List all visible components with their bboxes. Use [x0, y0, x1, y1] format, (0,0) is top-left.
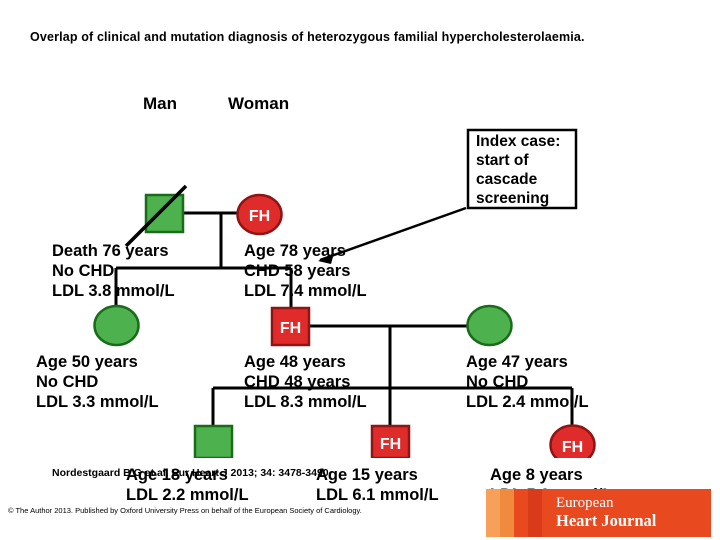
person-info-gen2-right-line-2: No CHD	[466, 373, 529, 391]
person-info-gen2-left-line-2: No CHD	[36, 373, 99, 391]
logo-line-2: Heart Journal	[556, 511, 657, 530]
deceased-slash	[124, 184, 188, 248]
symbol-label-gen3-mid: FH	[380, 436, 401, 453]
logo-bar-2	[500, 489, 514, 537]
person-info-gen3-right-line-1: Age 8 years	[490, 466, 583, 484]
person-info-gen3-left-line-2: LDL 2.2 mmol/L	[126, 486, 249, 504]
person-info-gen2-mid-line-2: CHD 48 years	[244, 373, 351, 391]
person-info-gen3-mid-line-1: Age 15 years	[316, 466, 418, 484]
symbol-gen2-right	[466, 304, 513, 347]
symbol-gen3-left	[193, 424, 234, 458]
symbol-gen1-man	[124, 184, 188, 248]
index-case-line-3: cascade	[476, 171, 538, 188]
logo-bar-3	[514, 489, 528, 537]
person-info-gen1-woman-line-3: LDL 7.4 mmol/L	[244, 282, 367, 300]
european-heart-journal-logo: European Heart Journal	[486, 489, 711, 537]
citation-text: Nordestgaard B G et al. Eur Heart J 2013…	[52, 467, 329, 479]
person-info-gen2-mid-line-1: Age 48 years	[244, 353, 346, 371]
logo-panel	[542, 489, 711, 537]
person-info-gen2-left-line-1: Age 50 years	[36, 353, 138, 371]
symbol-gen1-woman: FH	[236, 193, 283, 236]
index-case-arrow	[318, 206, 467, 264]
index-case-line-4: screening	[476, 190, 550, 207]
person-info-gen2-right-line-3: LDL 2.4 mmol/L	[466, 393, 589, 411]
index-case-box	[466, 128, 578, 210]
column-header-woman: Woman	[228, 94, 290, 113]
person-info-gen1-man-line-2: No CHD	[52, 262, 115, 280]
person-info-gen2-left-line-3: LDL 3.3 mmol/L	[36, 393, 159, 411]
person-info-gen2-mid-line-3: LDL 8.3 mmol/L	[244, 393, 367, 411]
symbol-gen2-left	[93, 304, 140, 347]
page-title: Overlap of clinical and mutation diagnos…	[30, 30, 585, 44]
logo-text: European Heart Journal	[556, 494, 656, 530]
symbol-gen3-right: FH	[549, 424, 596, 458]
logo-bar-1	[486, 489, 500, 537]
symbol-label-gen1-woman: FH	[249, 208, 270, 225]
person-info-gen1-woman-line-2: CHD 58 years	[244, 262, 351, 280]
copyright-text: © The Author 2013. Published by Oxford U…	[8, 506, 362, 515]
logo-bar-4	[528, 489, 542, 537]
index-case-line-1: Index case:	[476, 133, 561, 150]
symbol-label-gen2-mid: FH	[280, 320, 301, 337]
symbol-gen3-mid: FH	[370, 424, 411, 458]
index-case-line-2: start of	[476, 152, 529, 169]
pedigree-svg: FH FH FH FH	[93, 128, 596, 458]
person-info-gen1-man-line-1: Death 76 years	[52, 242, 169, 260]
pedigree-connector-lines	[114, 211, 574, 426]
person-info-gen3-left-line-1: Age 18 years	[126, 466, 228, 484]
person-info-gen1-man-line-3: LDL 3.8 mmol/L	[52, 282, 175, 300]
symbol-label-gen3-right: FH	[562, 439, 583, 456]
symbol-gen2-mid: FH	[270, 306, 311, 347]
logo-line-1: European	[556, 495, 614, 511]
pedigree-figure: FH FH FH FH	[0, 68, 720, 504]
column-header-man: Man	[143, 94, 177, 113]
person-info-gen3-mid-line-2: LDL 6.1 mmol/L	[316, 486, 439, 504]
person-info-gen2-right-line-1: Age 47 years	[466, 353, 568, 371]
person-info-gen1-woman-line-1: Age 78 years	[244, 242, 346, 260]
